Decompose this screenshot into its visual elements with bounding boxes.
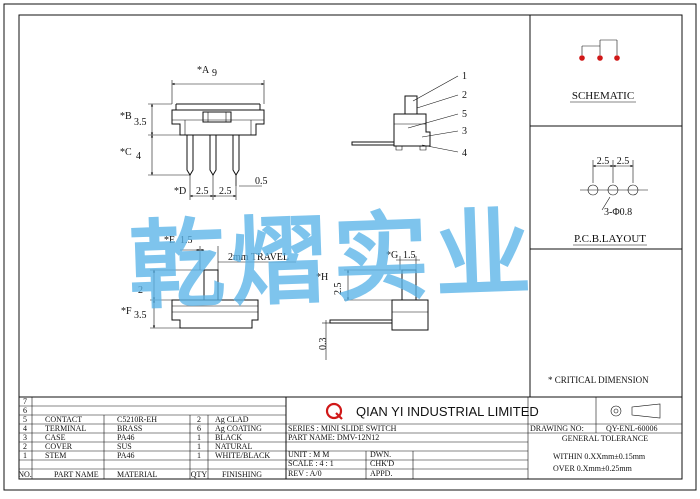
- tb-drawing-no-label: DRAWING NO:: [530, 424, 584, 433]
- bom-table: [19, 396, 682, 479]
- outer-border: [3, 3, 697, 491]
- pcb-pitch-1: 2.5: [597, 156, 610, 167]
- bom-cell-material: PA46: [117, 451, 135, 460]
- bom-header-no: NO.: [18, 470, 32, 479]
- pcb-layout: [580, 160, 648, 211]
- dim-a-value: 9: [212, 68, 217, 79]
- tb-appd: APPD.: [370, 469, 392, 478]
- bom-header-material: MATERIAL: [117, 470, 158, 479]
- dim-d-pitch-1: 2.5: [196, 186, 209, 197]
- pcb-title: P.C.B.LAYOUT: [574, 233, 646, 245]
- callout-4: 4: [462, 148, 467, 159]
- bom-cell-part: CONTACT: [45, 415, 82, 424]
- dim-a-label: *A: [197, 65, 210, 76]
- bom-cell-no: 4: [23, 424, 27, 433]
- side-view: [351, 75, 459, 153]
- watermark: 乾熠实业: [127, 197, 539, 323]
- tb-tolerance-title: GENERAL TOLERANCE: [562, 434, 648, 443]
- bom-cell-qty: 6: [197, 424, 201, 433]
- lower-front-view: [150, 246, 296, 329]
- tb-part-name: PART NAME: DMV-12N12: [288, 433, 379, 442]
- bom-cell-finish: Ag CLAD: [215, 415, 249, 424]
- bom-cell-part: STEM: [45, 451, 66, 460]
- dim-d-pin-width: 0.5: [255, 176, 268, 187]
- lower-side-view: [322, 256, 429, 360]
- bom-header-qty: QTY: [191, 470, 208, 479]
- schematic-title: SCHEMATIC: [572, 90, 634, 102]
- bom-cell-qty: 1: [197, 451, 201, 460]
- dim-e-value: 1.5: [180, 235, 193, 246]
- callout-1: 1: [462, 71, 467, 82]
- bom-header-finish: FINISHING: [222, 470, 262, 479]
- bom-cell-no: 5: [23, 415, 27, 424]
- tb-dwn: DWN.: [370, 450, 391, 459]
- tb-unit: UNIT : M M: [288, 450, 329, 459]
- bom-cell-material: C5210R-EH: [117, 415, 157, 424]
- callout-5: 5: [462, 109, 467, 120]
- bom-cell-no: 7: [23, 397, 27, 406]
- dim-d-label: *D: [174, 186, 186, 197]
- bom-cell-part: CASE: [45, 433, 66, 442]
- projection-symbol: [610, 403, 661, 419]
- bom-cell-no: 6: [23, 406, 27, 415]
- company-name: QIAN YI INDUSTRIAL LIMITED: [356, 404, 539, 419]
- bom-cell-qty: 2: [197, 415, 201, 424]
- pcb-hole-size: 3-Φ0.8: [604, 207, 632, 218]
- dim-d-pitch-2: 2.5: [219, 186, 232, 197]
- dim-b-label: *B: [120, 111, 132, 122]
- bom-cell-material: PA46: [117, 433, 135, 442]
- bom-cell-part: COVER: [45, 442, 73, 451]
- critical-note: * CRITICAL DIMENSION: [548, 375, 649, 385]
- tb-tolerance-over: OVER 0.Xmm±0.25mm: [553, 464, 633, 473]
- callout-3: 3: [462, 126, 467, 137]
- bom-cell-part: TERMINAL: [45, 424, 86, 433]
- company-logo: [325, 402, 343, 420]
- bom-cell-finish: BLACK: [215, 433, 242, 442]
- bom-cell-finish: WHITE/BLACK: [215, 451, 270, 460]
- front-view: [148, 80, 265, 200]
- dim-side-thickness: 0.3: [318, 338, 329, 351]
- pcb-pitch-2: 2.5: [617, 156, 630, 167]
- dim-c-value: 4: [136, 151, 141, 162]
- tb-rev: REV : A/0: [288, 469, 322, 478]
- dim-travel: 2mm TRAVEL: [228, 252, 289, 263]
- dim-e-label: *E: [164, 235, 175, 246]
- dim-h-label: *H: [316, 272, 328, 283]
- dim-b-value: 3.5: [134, 117, 147, 128]
- tb-tolerance-within: WITHIN 0.XXmm±0.15mm: [553, 452, 646, 461]
- bom-cell-no: 1: [23, 451, 27, 460]
- schematic-symbol: [579, 39, 620, 61]
- bom-cell-qty: 1: [197, 442, 201, 451]
- tb-scale: SCALE : 4 : 1: [288, 459, 334, 468]
- tb-series: SERIES : MINI SLIDE SWITCH: [288, 424, 397, 433]
- tb-drawing-no: QY-ENL-60006: [606, 424, 658, 433]
- tb-chkd: CHK'D: [370, 459, 394, 468]
- dim-c-label: *C: [120, 147, 132, 158]
- bom-cell-material: BRASS: [117, 424, 142, 433]
- bom-cell-finish: Ag COATING: [215, 424, 262, 433]
- dim-h-value: 2.5: [333, 283, 344, 296]
- dim-f-value-2: 3.5: [134, 310, 147, 321]
- bom-cell-finish: NATURAL: [215, 442, 252, 451]
- inner-border: [18, 14, 683, 480]
- dim-g-value: 1.5: [403, 250, 416, 261]
- bom-cell-no: 2: [23, 442, 27, 451]
- dim-f-value-1: 2: [138, 285, 143, 296]
- bom-cell-material: SUS: [117, 442, 132, 451]
- callout-2: 2: [462, 90, 467, 101]
- bom-header-part: PART NAME: [54, 470, 99, 479]
- title-block: [286, 397, 682, 479]
- bom-cell-qty: 1: [197, 433, 201, 442]
- dim-f-label: *F: [121, 306, 132, 317]
- bom-cell-no: 3: [23, 433, 27, 442]
- dim-g-label: *G: [386, 250, 398, 261]
